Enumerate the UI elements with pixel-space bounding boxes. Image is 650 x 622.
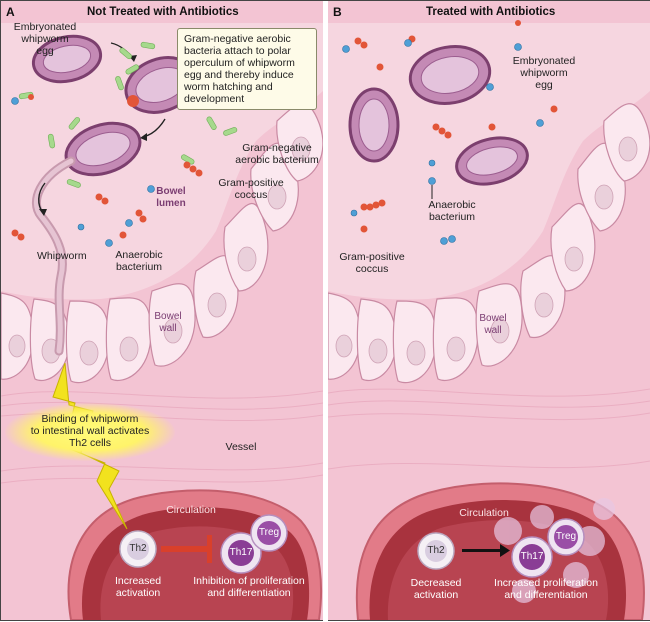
gram-positive-cocci: [11, 94, 203, 241]
label-th17-b: Th17: [520, 551, 544, 562]
whipworm-egg-3: [64, 121, 142, 177]
label-bowel-wall-b: Bowel wall: [479, 313, 507, 336]
panel-a-letter: A: [6, 5, 15, 19]
th17-cell-a: [220, 532, 262, 574]
whipworm-egg-1: [31, 34, 103, 84]
label-th2-b: Th2: [427, 545, 445, 556]
activation-glow: [5, 403, 175, 461]
label-gram-positive-a: Gram-positive coccus: [218, 177, 284, 201]
treg-cell-b: [547, 518, 585, 556]
label-binding: Binding of whipworm to intestinal wall a…: [30, 413, 150, 449]
label-bowel-wall-a: Bowel wall: [154, 311, 182, 334]
panel-b-title: Treated with Antibiotics: [426, 6, 556, 18]
whipworm-egg-b3: [455, 136, 529, 186]
label-gram-positive-b: Gram-positive coccus: [339, 251, 405, 275]
callout-box: Gram-negative aerobic bacteria attach to…: [177, 28, 317, 110]
th2-cell-a: [119, 530, 157, 568]
treg-cell-a: [250, 514, 288, 552]
panel-b-letter: B: [333, 5, 342, 19]
label-egg-b: Embryonated whipworm egg: [512, 55, 576, 91]
anaerobic-bacteria-b: [342, 39, 544, 245]
panel-a-not-treated: A Not Treated with Antibiotics Embryonat…: [1, 1, 323, 620]
th2-cell-b: [417, 532, 455, 570]
anaerobic-bacteria: [11, 97, 155, 247]
label-anaerobic-a: Anaerobic bacterium: [115, 249, 163, 273]
gram-positive-cocci-b: [354, 20, 558, 233]
panel-a-title: Not Treated with Antibiotics: [87, 6, 239, 18]
caption-th2-b: Decreased activation: [410, 577, 462, 601]
label-circulation-a: Circulation: [166, 504, 216, 516]
whipworm-egg-b2: [408, 45, 492, 105]
label-gram-negative-a: Gram-negative aerobic bacterium: [235, 142, 319, 166]
panel-a-illustration: [1, 23, 323, 620]
whipworm-egg-b1: [348, 87, 400, 163]
label-vessel: Vessel: [225, 441, 257, 453]
label-whipworm: Whipworm: [37, 250, 87, 262]
bowel-wall-villi: [1, 103, 323, 384]
caption-result-a: Inhibition of proliferation and differen…: [193, 575, 305, 599]
label-th17-a: Th17: [229, 547, 253, 558]
label-th2-a: Th2: [129, 543, 147, 554]
label-egg-a: Embryonated whipworm egg: [13, 21, 77, 57]
label-treg-b: Treg: [555, 531, 577, 542]
label-circulation-b: Circulation: [459, 507, 509, 519]
promotion-arrow: [462, 544, 510, 557]
caption-result-b: Increased proliferation and differentiat…: [494, 577, 598, 601]
caption-th2-a: Increased activation: [114, 575, 162, 599]
panel-b-treated: B Treated with Antibiotics Embryonated w…: [328, 1, 650, 620]
label-bowel-lumen: Bowel lumen: [156, 186, 186, 209]
label-treg-a: Treg: [258, 527, 280, 538]
th17-cell-b: [511, 536, 553, 578]
panel-b-illustration: [328, 20, 650, 620]
inhibition-arrow: [161, 535, 212, 563]
panel-divider: [323, 1, 328, 622]
gram-negative-bacteria: [18, 41, 238, 188]
label-anaerobic-b: Anaerobic bacterium: [428, 199, 476, 223]
